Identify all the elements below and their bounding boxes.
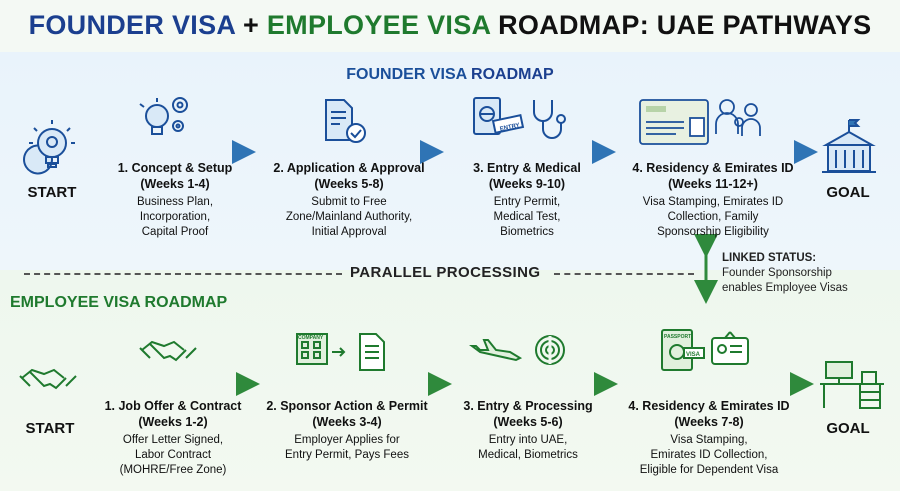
founder-step-1: 1. Concept & Setup (Weeks 1-4) Business …	[100, 160, 250, 240]
founder-step-4-title: 4. Residency & Emirates ID	[632, 161, 794, 175]
employee-step-1-desc-2: Labor Contract	[134, 449, 212, 461]
founder-step-4-desc-1: Visa Stamping, Emirates ID	[642, 196, 784, 208]
title-employee-visa: EMPLOYEE VISA	[266, 10, 491, 40]
title-founder-visa: FOUNDER VISA	[28, 10, 236, 40]
founder-step-3-desc-2: Medical Test,	[493, 211, 561, 223]
founder-step-3-title: 3. Entry & Medical	[473, 161, 581, 175]
employee-step-1-weeks: (Weeks 1-2)	[138, 415, 208, 429]
founder-step-1-title: 1. Concept & Setup	[117, 161, 233, 175]
id-card-family-icon	[639, 99, 761, 145]
employee-step-4-desc-3: Eligible for Dependent Visa	[639, 464, 779, 476]
document-check-icon	[325, 99, 366, 143]
employee-step-1-title: 1. Job Offer & Contract	[104, 399, 242, 413]
entry-stamp-text: ENTRY	[499, 123, 520, 133]
linked-status-line1: Founder Sponsorship	[722, 267, 832, 279]
founder-start-label: START	[27, 184, 77, 201]
founder-step-4-desc-3: Sponsorship Eligibility	[657, 226, 769, 238]
visa-stamp-text: VISA	[686, 352, 701, 358]
employee-roadmap-title: EMPLOYEE VISA ROADMAP	[10, 294, 228, 311]
employee-step-4-desc-1: Visa Stamping,	[670, 434, 748, 446]
founder-step-1-desc-3: Capital Proof	[141, 226, 209, 238]
employee-start-label: START	[25, 420, 75, 437]
employee-step-1: 1. Job Offer & Contract (Weeks 1-2) Offe…	[92, 398, 254, 478]
founder-step-4-desc-2: Collection, Family	[667, 211, 759, 223]
employee-step-2-desc-2: Entry Permit, Pays Fees	[285, 449, 409, 461]
employee-step-1-desc-3: (MOHRE/Free Zone)	[119, 464, 227, 476]
founder-step-4-weeks: (Weeks 11-12+)	[668, 177, 758, 191]
divider-dash-right	[554, 273, 694, 275]
founder-goal-label: GOAL	[826, 184, 870, 201]
employee-step-2-desc-1: Employer Applies for	[294, 434, 400, 446]
lightbulb-gear-icon	[23, 120, 75, 175]
employee-step-3-desc-2: Medical, Biometrics	[478, 449, 578, 461]
employee-step-2: 2. Sponsor Action & Permit (Weeks 3-4) E…	[258, 398, 436, 463]
founder-step-3-weeks: (Weeks 9-10)	[488, 177, 566, 191]
founder-step-2-title: 2. Application & Approval	[273, 161, 425, 175]
employee-step-2-title: 2. Sponsor Action & Permit	[266, 399, 428, 413]
title-plus: +	[235, 10, 267, 40]
founder-step-1-desc-1: Business Plan,	[136, 196, 214, 208]
founder-step-2-weeks: (Weeks 5-8)	[314, 177, 384, 191]
employee-step-4: 4. Residency & Emirates ID (Weeks 7-8) V…	[614, 398, 804, 478]
goal-desk-icon	[820, 361, 884, 409]
employee-step-4-desc-2: Emirates ID Collection,	[650, 449, 768, 461]
employee-step-3: 3. Entry & Processing (Weeks 5-6) Entry …	[448, 398, 608, 463]
employee-step-4-title: 4. Residency & Emirates ID	[628, 399, 790, 413]
founder-step-2-desc-3: Initial Approval	[311, 226, 387, 238]
employee-step-3-title: 3. Entry & Processing	[463, 399, 593, 413]
linked-status-line2: enables Employee Visas	[722, 282, 848, 294]
founder-roadmap-title: FOUNDER VISA ROADMAP	[346, 66, 554, 83]
parallel-processing-label: PARALLEL PROCESSING	[350, 264, 541, 281]
handshake-contract-icon	[139, 340, 197, 362]
title-roadmap: ROADMAP: UAE PATHWAYS	[490, 10, 872, 40]
founder-step-2-desc-2: Zone/Mainland Authority,	[285, 211, 413, 223]
linked-status-heading: LINKED STATUS:	[722, 252, 817, 264]
employee-step-4-weeks: (Weeks 7-8)	[674, 415, 744, 429]
company-document-icon	[296, 333, 385, 371]
founder-step-2-desc-1: Submit to Free	[311, 196, 387, 208]
passport-stethoscope-icon	[473, 97, 566, 139]
founder-step-3-desc-3: Biometrics	[500, 226, 554, 238]
founder-step-2: 2. Application & Approval (Weeks 5-8) Su…	[260, 160, 438, 240]
employee-goal-label: GOAL	[826, 420, 870, 437]
bulb-gears-icon	[139, 97, 188, 135]
goal-building-icon	[822, 119, 876, 173]
employee-step-3-desc-1: Entry into UAE,	[488, 434, 568, 446]
founder-step-1-weeks: (Weeks 1-4)	[140, 177, 210, 191]
company-sign-text: COMPANY	[298, 335, 324, 341]
passport-visa-badge-icon	[661, 329, 749, 371]
linked-status-note: LINKED STATUS: Founder Sponsorship enabl…	[722, 251, 848, 296]
employee-step-1-desc-1: Offer Letter Signed,	[122, 434, 224, 446]
employee-step-2-weeks: (Weeks 3-4)	[312, 415, 382, 429]
founder-step-4: 4. Residency & Emirates ID (Weeks 11-12+…	[618, 160, 808, 240]
founder-step-1-desc-2: Incorporation,	[139, 211, 211, 223]
founder-section-background	[0, 52, 900, 270]
handshake-icon	[19, 368, 77, 390]
founder-step-3-desc-1: Entry Permit,	[493, 196, 561, 208]
plane-fingerprint-icon	[469, 335, 565, 365]
founder-step-3: 3. Entry & Medical (Weeks 9-10) Entry Pe…	[452, 160, 602, 240]
passport-cover-text: PASSPORT	[664, 334, 691, 340]
page-title: FOUNDER VISA + EMPLOYEE VISA ROADMAP: UA…	[0, 10, 900, 41]
parallel-processing-divider: PARALLEL PROCESSING	[0, 262, 700, 284]
divider-dash-left	[24, 273, 342, 275]
employee-step-3-weeks: (Weeks 5-6)	[493, 415, 563, 429]
